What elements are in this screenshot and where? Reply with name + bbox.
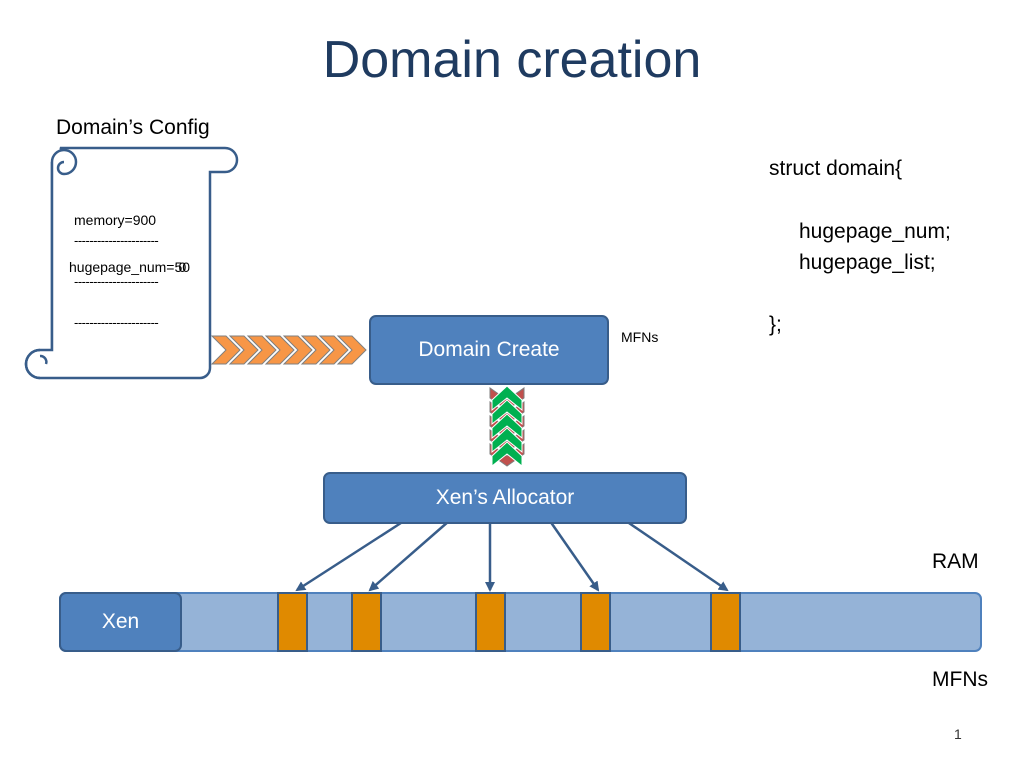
config-scroll-icon [24,146,239,380]
slide-title: Domain creation [322,31,702,89]
domain-create-box: Domain Create [369,315,609,385]
config-label: Domain’s Config [56,116,210,139]
hugepage-key: hugepage_num= [69,259,175,275]
allocation-arrows [295,519,729,592]
ram-bar [59,592,982,652]
allocated-pages [277,592,741,652]
struct-line-open: struct domain{ [769,157,903,180]
struct-field-hugepage-num: hugepage_num; [799,220,951,243]
memory-setting: memory=900 [74,212,157,228]
hugepage-value-b: 0 [178,259,187,275]
ram-label: RAM [932,550,979,573]
separator-line: ---------------------- [74,233,159,248]
separator-line: ---------------------- [74,315,159,330]
mfns-small-label: MFNs [621,329,659,345]
page-number: 1 [954,726,962,742]
page-block [710,592,741,652]
struct-field-hugepage-list: hugepage_list; [799,251,936,274]
page-block [351,592,382,652]
page-block [277,592,308,652]
hugepage-value-a: 50 [174,259,191,275]
separator-line: ---------------------- [74,274,159,289]
xen-box: Xen [59,592,182,652]
page-block [580,592,611,652]
mfns-label: MFNs [932,668,988,691]
struct-line-close: }; [769,313,782,336]
green-chevron-flow [491,385,523,468]
page-block [475,592,506,652]
xen-allocator-box: Xen’s Allocator [323,472,687,524]
orange-chevron-flow [210,335,367,365]
